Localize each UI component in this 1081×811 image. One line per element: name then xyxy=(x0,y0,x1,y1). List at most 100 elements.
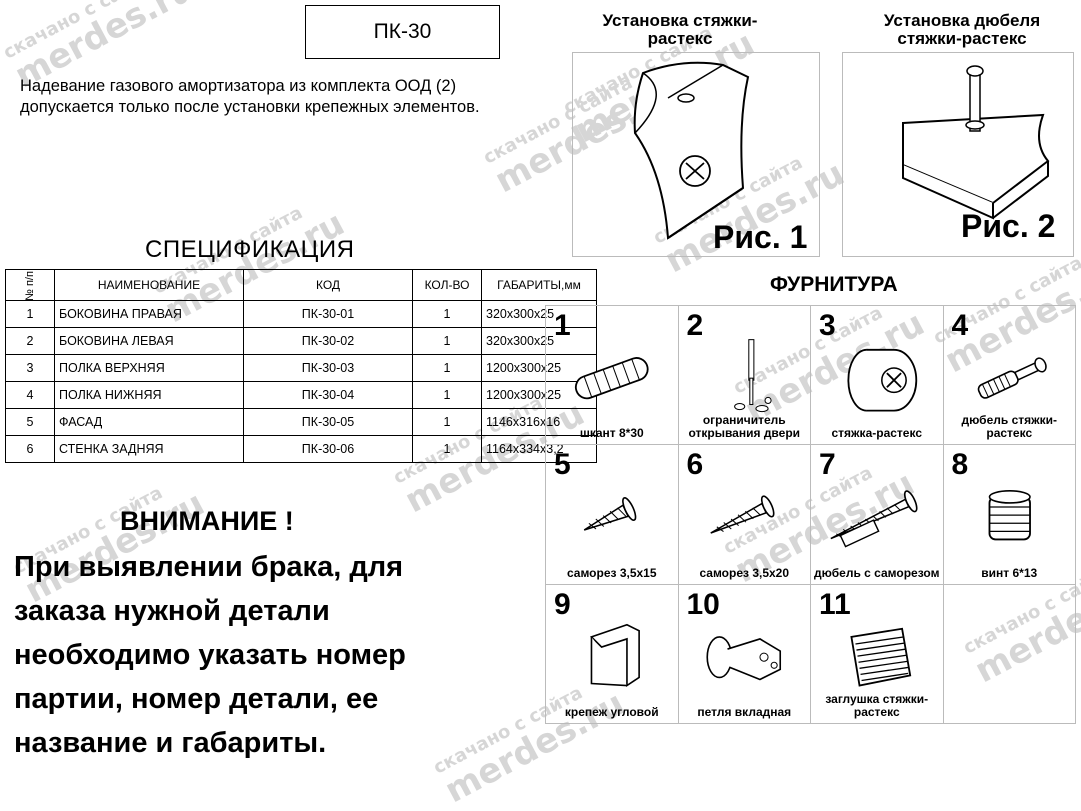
fitting-label: винт 6*13 xyxy=(981,565,1038,580)
screw-short-icon xyxy=(556,475,668,559)
fitting-number: 8 xyxy=(951,448,969,482)
spec-header-row: № п/п НАИМЕНОВАНИЕ КОД КОЛ-ВО ГАБАРИТЫ,м… xyxy=(5,269,597,301)
fitting-number: 5 xyxy=(554,448,571,482)
fitting-label: шкант 8*30 xyxy=(579,426,644,441)
spec-header-num: № п/п xyxy=(5,269,55,301)
figure-2-label: Рис. 2 xyxy=(961,208,1056,244)
fitting-number: 9 xyxy=(554,587,571,621)
row-name: ПОЛКА НИЖНЯЯ xyxy=(54,381,244,409)
row-num: 2 xyxy=(5,327,55,355)
row-qty: 1 xyxy=(412,327,482,355)
fitting-cell: 9 крепеж угловой xyxy=(546,584,679,724)
warning-title: ВНИМАНИЕ ! xyxy=(120,506,294,536)
fitting-cell: 8 винт 6*13 xyxy=(943,445,1076,585)
row-qty: 1 xyxy=(412,381,482,409)
row-code: ПК-30-02 xyxy=(243,327,413,355)
spec-header-dims: ГАБАРИТЫ,мм xyxy=(481,269,597,301)
fitting-number: 3 xyxy=(819,309,836,342)
insert-screw-icon xyxy=(954,475,1066,559)
document-code-box: ПК-30 xyxy=(305,5,500,59)
fitting-number: 2 xyxy=(686,309,704,342)
fitting-label: заглушка стяжки-растекс xyxy=(825,691,929,719)
fitting-number: 7 xyxy=(819,448,836,482)
spec-header-name: НАИМЕНОВАНИЕ xyxy=(54,269,244,301)
fitting-label: дюбель с саморезом xyxy=(814,565,940,580)
fitting-number: 4 xyxy=(951,309,969,342)
screw-icon xyxy=(689,475,801,559)
spec-header-qty: КОЛ-ВО xyxy=(412,269,482,301)
fitting-number: 10 xyxy=(686,587,720,621)
figure-1-title: Установка стяжки-растекс xyxy=(602,11,758,48)
fitting-label: дюбель стяжки-растекс xyxy=(961,413,1058,441)
fitting-label: ограничитель открывания двери xyxy=(688,413,801,441)
figure-1-box: Рис. 1 xyxy=(572,52,820,257)
row-code: ПК-30-06 xyxy=(243,435,413,463)
fittings-title: ФУРНИТУРА xyxy=(770,273,898,296)
row-num: 5 xyxy=(5,408,55,436)
spec-title: СПЕЦИФИКАЦИЯ xyxy=(145,236,355,263)
warning-body: При выявлении брака, для заказа нужной д… xyxy=(14,551,406,759)
fitting-number: 6 xyxy=(686,448,704,482)
fitting-cell: 4 дюбель стяжки-растекс xyxy=(943,306,1076,446)
anchor-screw-icon xyxy=(821,475,933,559)
figure-2-box: Рис. 2 xyxy=(842,52,1074,257)
row-name: ФАСАД xyxy=(54,408,244,436)
figure-2-title: Установка дюбеля стяжки-растекс xyxy=(883,11,1041,48)
row-code: ПК-30-05 xyxy=(243,408,413,436)
fittings-grid: 1 шкант 8*30 2 ограничитель открывания д… xyxy=(545,305,1076,724)
row-num: 4 xyxy=(5,381,55,409)
row-code: ПК-30-01 xyxy=(243,300,413,328)
fitting-cell: 7 дюбель с саморезом xyxy=(811,445,944,585)
fitting-cell: 3 стяжка-растекс xyxy=(811,306,944,446)
cam-bolt-installation-drawing xyxy=(902,65,1050,220)
row-dims: 1200x300x25 xyxy=(481,381,597,409)
fitting-cell: 2 ограничитель открывания двери xyxy=(678,306,811,446)
spec-table: № п/п НАИМЕНОВАНИЕ КОД КОЛ-ВО ГАБАРИТЫ,м… xyxy=(5,269,597,463)
row-num: 3 xyxy=(5,354,55,382)
fitting-cell: 6 саморез 3,5х20 xyxy=(678,445,811,585)
fitting-cell: 11 заглушка стяжки-растекс xyxy=(811,584,944,724)
document-code: ПК-30 xyxy=(373,20,432,43)
row-qty: 1 xyxy=(412,354,482,382)
row-name: СТЕНКА ЗАДНЯЯ xyxy=(54,435,244,463)
assembly-note: Надевание газового амортизатора из компл… xyxy=(20,77,480,116)
row-qty: 1 xyxy=(412,435,482,463)
row-code: ПК-30-04 xyxy=(243,381,413,409)
row-num: 1 xyxy=(5,300,55,328)
fitting-cell: 5 саморез 3,5х15 xyxy=(546,445,679,585)
fitting-label: петля вкладная xyxy=(697,704,792,719)
cam-lock-icon xyxy=(821,336,933,420)
fitting-cell: 1 шкант 8*30 xyxy=(546,306,679,446)
fitting-label: саморез 3,5х20 xyxy=(699,565,790,580)
row-dims: 1200x300x25 xyxy=(481,354,597,382)
cam-lock-installation-drawing xyxy=(633,61,750,240)
spec-header-code: КОД xyxy=(243,269,413,301)
row-name: БОКОВИНА ПРАВАЯ xyxy=(54,300,244,328)
row-qty: 1 xyxy=(412,300,482,328)
fitting-cell-empty xyxy=(943,584,1076,724)
row-name: ПОЛКА ВЕРХНЯЯ xyxy=(54,354,244,382)
cam-bolt-icon xyxy=(954,336,1066,420)
row-code: ПК-30-03 xyxy=(243,354,413,382)
row-dims: 1164x334x3,2 xyxy=(481,435,597,463)
hinge-icon xyxy=(689,615,801,699)
row-name: БОКОВИНА ЛЕВАЯ xyxy=(54,327,244,355)
corner-bracket-icon xyxy=(556,615,668,699)
row-qty: 1 xyxy=(412,408,482,436)
fitting-number: 11 xyxy=(819,587,851,621)
row-num: 6 xyxy=(5,435,55,463)
dowel-icon xyxy=(556,336,668,420)
figure-1-label: Рис. 1 xyxy=(713,219,808,255)
fitting-number: 1 xyxy=(554,309,571,342)
fitting-label: стяжка-растекс xyxy=(831,426,923,441)
fitting-cell: 10 петля вкладная xyxy=(678,584,811,724)
fitting-label: крепеж угловой xyxy=(564,704,659,719)
fitting-label: саморез 3,5х15 xyxy=(566,565,657,580)
cap-plug-icon xyxy=(821,615,933,699)
